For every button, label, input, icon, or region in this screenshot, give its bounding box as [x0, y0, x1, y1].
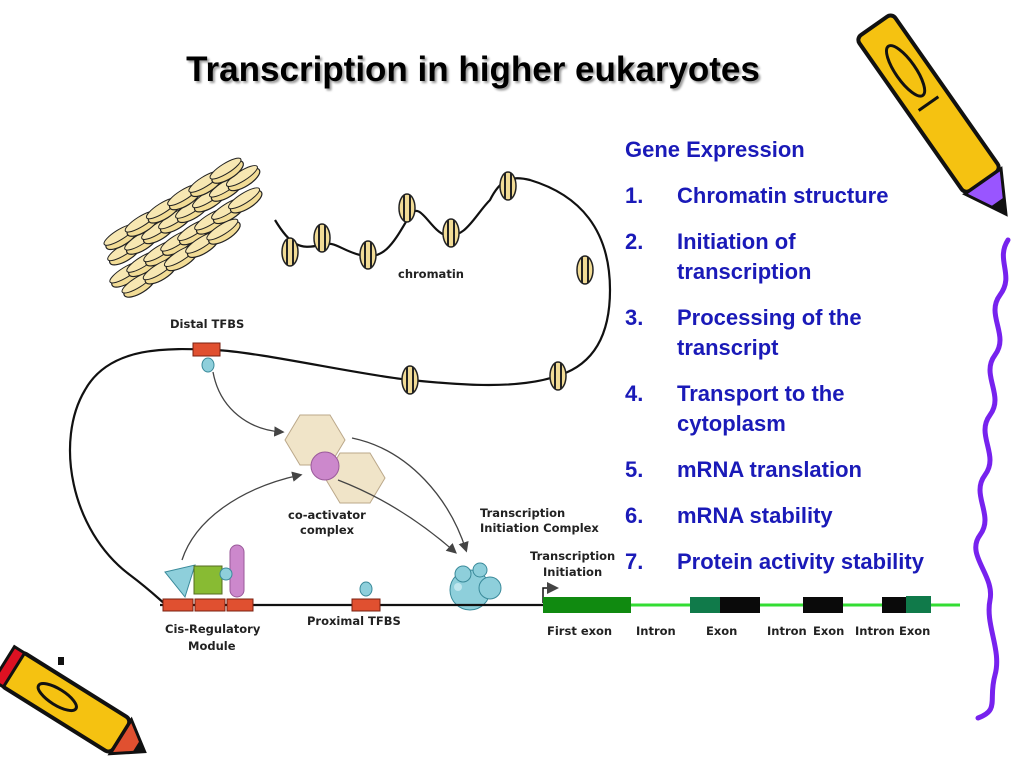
exon-label: Exon	[813, 624, 844, 638]
gene-exons	[543, 596, 931, 613]
gene-expression-heading: Gene Expression	[625, 137, 805, 162]
list-item: 2. Initiation of transcription	[625, 227, 1005, 287]
proximal-tfbs-label: Proximal TFBS	[307, 614, 401, 628]
list-text: Protein activity stability	[677, 549, 924, 574]
ti-label: Transcription	[530, 549, 615, 563]
distal-factor	[201, 357, 215, 373]
list-text: mRNA translation	[677, 457, 862, 482]
list-number: 6.	[625, 503, 644, 528]
list-number: 2.	[625, 229, 644, 254]
initiation-complex	[449, 562, 502, 611]
list-item: 6. mRNA stability	[625, 501, 1005, 531]
distal-tfbs-label: Distal TFBS	[170, 317, 244, 331]
crm-label: Cis-Regulatory	[165, 622, 261, 636]
list-number: 3.	[625, 305, 644, 330]
crm-label: Module	[188, 639, 236, 653]
list-text: Initiation of transcription	[677, 229, 812, 284]
chromatin-fiber	[100, 154, 266, 303]
intron-label: Intron	[767, 624, 807, 638]
list-text: Chromatin structure	[677, 183, 889, 208]
cis-regulatory-module	[162, 544, 254, 612]
list-item: 3. Processing of the transcript	[625, 303, 1005, 363]
list-number: 5.	[625, 457, 644, 482]
list-item: 1. Chromatin structure	[625, 181, 1005, 211]
distal-tfbs-site	[192, 342, 221, 357]
intron-label: Intron	[636, 624, 676, 638]
exon-label: Exon	[706, 624, 737, 638]
list-item: 5. mRNA translation	[625, 455, 1005, 485]
coactivator-label: co-activator	[288, 508, 366, 522]
chromatin-label: chromatin	[398, 267, 464, 281]
proximal-tfbs-site	[351, 598, 381, 612]
tic-label: Initiation Complex	[480, 521, 599, 535]
dna-loop	[68, 177, 612, 605]
coactivator-label: complex	[300, 523, 355, 537]
exon-label: Exon	[899, 624, 930, 638]
gene-expression-panel: Gene Expression 1. Chromatin structure 2.…	[625, 135, 1005, 593]
intron-label: Intron	[855, 624, 895, 638]
interaction-arrows	[181, 371, 469, 561]
exon-label: First exon	[547, 624, 612, 638]
list-number: 1.	[625, 183, 644, 208]
gene-expression-list: 1. Chromatin structure 2. Initiation of tr…	[625, 181, 1005, 577]
list-text: Processing of the transcript	[677, 305, 862, 360]
coactivator-complex	[284, 414, 386, 504]
tic-label: Transcription	[480, 506, 565, 520]
list-text: Transport to the cytoplasm	[677, 381, 845, 436]
list-number: 4.	[625, 381, 644, 406]
list-text: mRNA stability	[677, 503, 833, 528]
slide-title: Transcription in higher eukaryotes	[186, 50, 760, 89]
tss-arrow	[542, 582, 559, 603]
proximal-factor	[359, 581, 373, 597]
nucleosomes	[281, 171, 594, 395]
list-number: 7.	[625, 549, 644, 574]
list-item: 4. Transport to the cytoplasm	[625, 379, 1005, 439]
bullet-mark	[58, 657, 64, 665]
list-item: 7. Protein activity stability	[625, 547, 1005, 577]
pencil-icon	[0, 644, 147, 756]
ti-label: Initiation	[543, 565, 602, 579]
